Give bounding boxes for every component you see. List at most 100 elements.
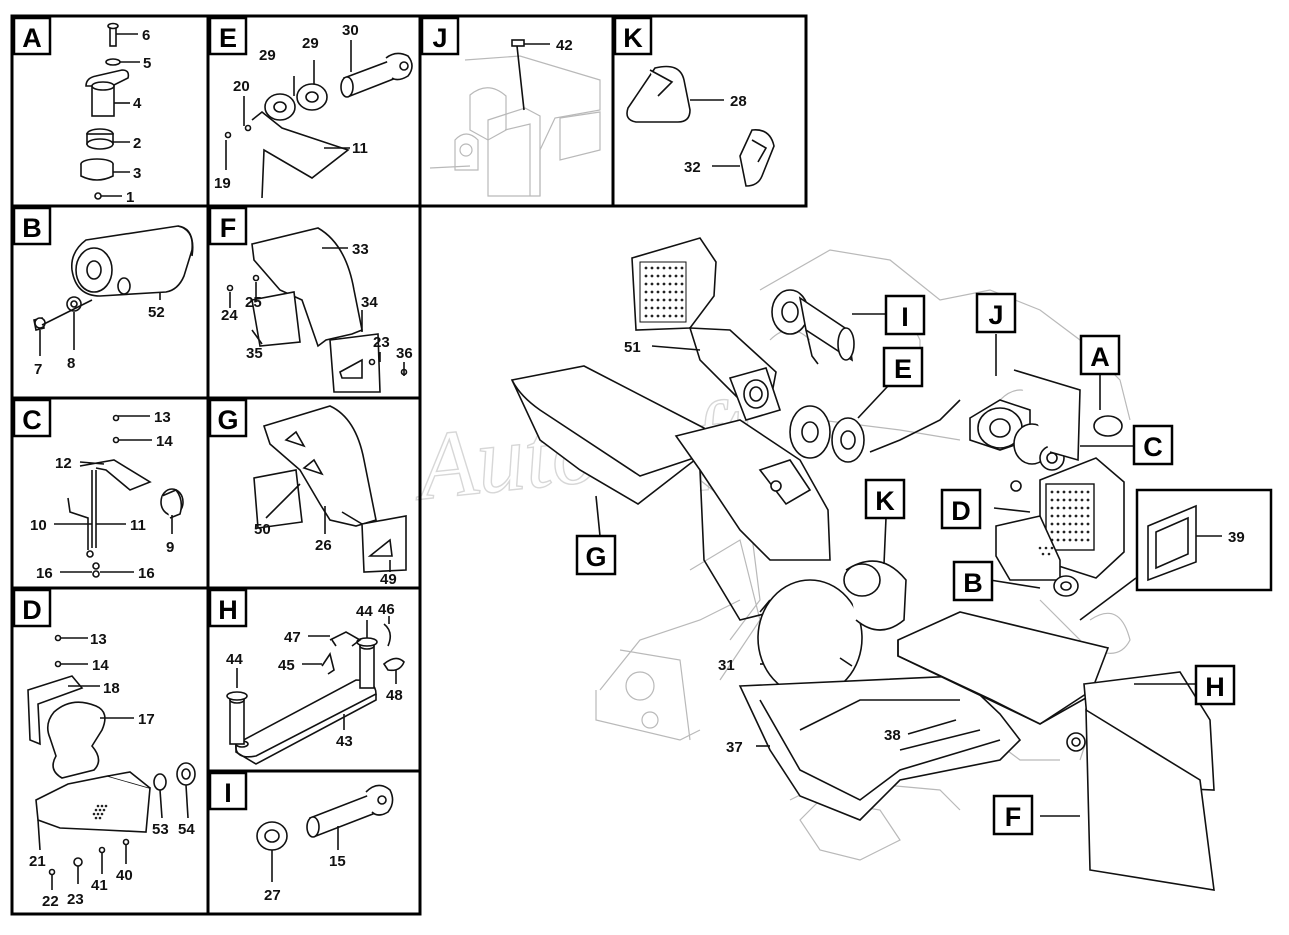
panel-tab-D: D [12, 588, 52, 628]
panel-tab-G: G [208, 398, 248, 438]
panel-C-drawing: 13 14 12 10 11 9 16 16 [30, 409, 184, 582]
grille-dots-51 [644, 266, 684, 318]
callout-13: 13 [154, 409, 171, 426]
svg-text:I: I [901, 302, 909, 332]
callout-43: 43 [336, 733, 353, 750]
callout-28: 28 [730, 93, 747, 110]
panel-J-drawing: 42 [429, 37, 601, 197]
svg-text:J: J [432, 23, 447, 53]
callout-3: 3 [133, 165, 141, 182]
panel-tab-C: C [12, 398, 52, 438]
callout-16a: 16 [36, 565, 53, 582]
main-tag-C: C [1132, 424, 1174, 466]
svg-text:B: B [963, 568, 983, 598]
svg-text:F: F [1005, 802, 1022, 832]
main-tag-D: D [940, 488, 982, 530]
svg-text:K: K [875, 486, 895, 516]
panel-letter-tabs: A E J K B F C G D H I [12, 16, 653, 811]
callout-35: 35 [246, 345, 263, 362]
main-assembly: 51 39 [510, 237, 1273, 891]
callout-45: 45 [278, 657, 295, 674]
callout-33: 33 [352, 241, 369, 258]
callout-11: 11 [352, 140, 368, 157]
callout-31: 31 [718, 657, 735, 674]
callout-4: 4 [133, 95, 142, 112]
svg-text:K: K [623, 23, 643, 53]
main-letter-tags: I E J A C D K G B H F [575, 292, 1236, 836]
callout-38: 38 [884, 727, 901, 744]
panel-B-drawing: 52 7 8 [33, 225, 194, 378]
callout-15: 15 [329, 853, 346, 870]
panel-I-drawing: 15 27 [256, 784, 394, 904]
svg-text:C: C [22, 405, 42, 435]
svg-text:D: D [22, 595, 42, 625]
panel-frames [10, 14, 808, 916]
grille-dots-D [1050, 490, 1090, 542]
callout-37: 37 [726, 739, 743, 756]
callout-24: 24 [221, 307, 238, 324]
callout-27: 27 [264, 887, 281, 904]
callout-23: 23 [373, 334, 390, 351]
main-tag-I: I [884, 294, 926, 336]
callout-49: 49 [380, 571, 397, 588]
callout-44b: 44 [356, 603, 373, 620]
main-tag-H: H [1194, 664, 1236, 706]
panel-tab-A: A [12, 16, 52, 56]
callout-23-d: 23 [67, 891, 84, 908]
main-tag-B: B [952, 560, 994, 602]
callout-8: 8 [67, 355, 75, 372]
callout-51: 51 [624, 339, 641, 356]
callout-25: 25 [245, 294, 262, 311]
callout-17: 17 [138, 711, 155, 728]
panel-D-drawing: 13 14 18 17 53 54 21 40 41 23 22 [27, 631, 196, 910]
svg-text:F: F [220, 213, 237, 243]
svg-text:J: J [988, 300, 1003, 330]
callout-40: 40 [116, 867, 133, 884]
callout-48: 48 [386, 687, 403, 704]
panel-tab-H: H [208, 588, 248, 628]
callout-5: 5 [143, 55, 151, 72]
callout-26: 26 [315, 537, 332, 554]
callout-21: 21 [29, 853, 46, 870]
callout-30: 30 [342, 22, 359, 39]
callout-19: 19 [214, 175, 231, 192]
callout-12: 12 [55, 455, 72, 472]
panel-F-drawing: 33 25 24 34 35 23 36 [221, 227, 413, 393]
panel-tab-I: I [208, 771, 248, 811]
svg-text:G: G [217, 405, 238, 435]
callout-42: 42 [556, 37, 573, 54]
callout-9: 9 [166, 539, 174, 556]
callout-10: 10 [30, 517, 47, 534]
main-tag-A: A [1079, 334, 1121, 376]
main-tag-G: G [575, 534, 617, 576]
svg-text:E: E [219, 23, 237, 53]
callout-14: 14 [156, 433, 173, 450]
svg-text:E: E [894, 354, 912, 384]
svg-text:A: A [1090, 342, 1110, 372]
panel-tab-K: K [613, 16, 653, 56]
callout-29b: 29 [302, 35, 319, 52]
panel-K-drawing: 28 32 [626, 65, 775, 187]
callout-44a: 44 [226, 651, 243, 668]
callout-7: 7 [34, 361, 42, 378]
svg-text:I: I [224, 778, 232, 808]
callout-36: 36 [396, 345, 413, 362]
callout-29a: 29 [259, 47, 276, 64]
svg-text:C: C [1143, 432, 1163, 462]
callout-11: 11 [130, 517, 146, 534]
callout-2: 2 [133, 135, 141, 152]
panel-H-drawing: 44 46 47 45 48 44 43 [226, 601, 405, 765]
callout-47: 47 [284, 629, 301, 646]
callout-22: 22 [42, 893, 59, 910]
panel-tab-J: J [420, 16, 460, 56]
callout-46: 46 [378, 601, 395, 618]
callout-16b: 16 [138, 565, 155, 582]
main-tag-E: E [882, 346, 924, 388]
callout-18: 18 [103, 680, 120, 697]
callout-1: 1 [126, 189, 134, 206]
callout-13-d: 13 [90, 631, 107, 648]
svg-text:B: B [22, 213, 42, 243]
panel-tab-B: B [12, 206, 52, 246]
callout-32: 32 [684, 159, 701, 176]
